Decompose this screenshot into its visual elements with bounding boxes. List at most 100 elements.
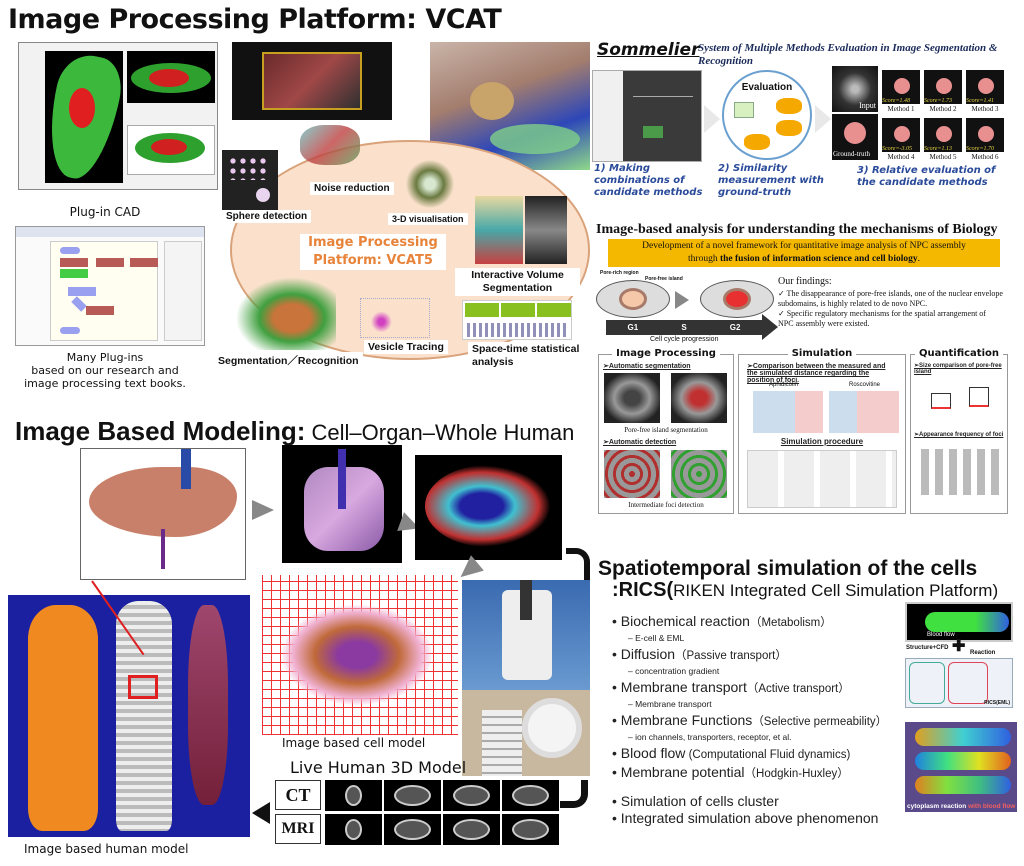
mri-scan-image [325, 814, 382, 845]
rics-item: • Diffusion（Passive transport） [612, 646, 787, 662]
segmentation-recognition-label: Segmentation／Recognition [214, 352, 363, 369]
det-caption: Intermediate foci detection [628, 501, 704, 509]
rics-item-main: Simulation of cells cluster [620, 793, 779, 809]
banner-line: Development of a novel framework for qua… [642, 241, 966, 251]
ct-label: CT [275, 780, 321, 810]
nucleus-after [700, 280, 774, 318]
panel-title: Simulation [787, 348, 857, 359]
arrow-left-icon [252, 802, 270, 824]
rics-subtitle: :RICS(RIKEN Integrated Cell Simulation P… [612, 580, 998, 601]
plugin-cad-screenshot [15, 226, 205, 346]
method-graph-screenshot [592, 70, 702, 162]
method-result-tile: Score=1.41 [966, 70, 1004, 104]
rics-item-paren: （Selective permeability） [752, 716, 888, 728]
method-score: Score=1.70 [966, 146, 994, 152]
segmentation-image [226, 270, 336, 350]
plugin-cad-label: Plug-in CAD [69, 205, 141, 219]
rics-item-main: Biochemical reaction [620, 613, 750, 629]
ct-scan-image [325, 780, 382, 811]
method-name: Method 4 [887, 153, 915, 161]
method-score: Score=1.13 [924, 146, 952, 152]
ibm-title-rest: Cell–Organ–Whole Human [305, 420, 575, 445]
rics-rest: RIKEN Integrated Cell Simulation Platfor… [673, 581, 999, 600]
evaluation-label: Evaluation [741, 82, 793, 93]
plus-icon: ✚ [952, 638, 966, 655]
method-name: Method 5 [929, 153, 957, 161]
method-result-tile: Score=1.73 [924, 70, 962, 104]
rics-prefix: :RICS( [612, 579, 674, 601]
many-plugins-line: Many Plug-ins [66, 351, 144, 364]
rics-subitem: – concentration gradient [628, 666, 720, 676]
method-result-tile: Score=1.48 [882, 70, 920, 104]
volume-render-image [232, 42, 392, 120]
noise-reduction-label: Noise reduction [310, 182, 394, 195]
rics-item-main: Integrated simulation above phenomenon [620, 810, 879, 826]
banner-bold: the fusion of information science and ce… [719, 254, 918, 264]
human-model-label: Image based human model [24, 842, 189, 856]
ibm-title: Image Based Modeling: Cell–Organ–Whole H… [15, 416, 574, 447]
curved-arrow-icon [560, 780, 588, 808]
rics-subitem: – E-cell & EML [628, 633, 685, 643]
spacetime-label: Space-time statistical analysis [468, 342, 590, 369]
aphidicolin-label: Aphidicolin [769, 382, 799, 388]
mri-scan-image [384, 814, 441, 845]
mri-label: MRI [275, 814, 321, 844]
rics-subitem: – Membrane transport [628, 699, 712, 709]
rics-item: • Biochemical reaction（Metabolism） [612, 613, 832, 629]
many-plugins-line: image processing text books. [24, 377, 186, 390]
sphere-detection-image [222, 150, 278, 210]
structure-cfd-label: Structure+CFD [906, 645, 949, 651]
rics-item: • Integrated simulation above phenomenon [612, 810, 879, 826]
auto-det-label: ➢Automatic detection [603, 439, 677, 446]
rics-item-main: Diffusion [620, 646, 676, 662]
mri-scan-image [502, 814, 559, 845]
interactive-volume-label: Interactive Volume Segmentation [455, 268, 580, 296]
sim-proc-label: Simulation procedure [780, 437, 864, 446]
findings-title: Our findings: [778, 276, 832, 287]
ct-scan-image [384, 780, 441, 811]
nucleus-before [596, 280, 670, 318]
rics-item-paren: （Metabolism） [749, 617, 832, 629]
rics-item-main: Membrane transport [620, 679, 747, 695]
reaction-label: Reaction [970, 650, 996, 656]
ibm-title-bold: Image Based Modeling: [15, 416, 306, 446]
3d-visualisation-label: 3-D visualisation [388, 213, 468, 225]
rics-eml-label: RICS(EML) [984, 700, 1010, 706]
phase-g2: G2 [729, 323, 741, 332]
vcat5-line: Platform: VCAT5 [313, 253, 433, 268]
rics-item: • Membrane potential（Hodgkin-Huxley） [612, 764, 849, 780]
step-1: 1) Making combinations of candidate meth… [594, 163, 703, 198]
cell-model-label: Image based cell model [282, 736, 426, 750]
ct-scan-image [443, 780, 500, 811]
vcat-screenshot [18, 42, 218, 190]
spacetime-image [462, 300, 572, 340]
rics-item-paren: (Computational Fluid dynamics) [685, 749, 851, 761]
method-result-tile: Score=1.70 [966, 118, 1004, 152]
rics-subitem: – ion channels, transporters, receptor, … [628, 732, 792, 742]
pore-free-label: Pore-free island [645, 276, 683, 282]
size-comp-label: ➢Size comparison of pore-free island [914, 363, 1002, 375]
method-name: Method 3 [971, 105, 999, 113]
live-human-label: Live Human 3D Model [290, 758, 467, 777]
banner-line: through [688, 254, 720, 264]
findings: Our findings: ✓ The disappearance of por… [778, 277, 1003, 329]
method-result-tile: Score=1.13 [924, 118, 962, 152]
vcat5-line: Image Processing [308, 235, 438, 250]
method-score: Score=-3.05 [882, 146, 912, 152]
rics-item: • Blood flow (Computational Fluid dynami… [612, 745, 851, 761]
method-result-tile: Score=-3.05 [882, 118, 920, 152]
input-image: Input [832, 66, 878, 112]
sommelier-title: Sommelier [597, 40, 700, 60]
rics-item-paren: （Hodgkin-Huxley） [744, 768, 849, 780]
cytoplasm-simulation-image: cytoplasm reaction with blood flow [905, 722, 1017, 812]
panel-title: Quantification [915, 348, 1003, 359]
arrow-icon [252, 500, 274, 520]
cell-cycle-label: Cell cycle progression [650, 336, 719, 343]
many-plugins-line: based on our research and [31, 364, 179, 377]
ct-scan-image [502, 780, 559, 811]
microscope-image [462, 580, 590, 690]
vcat5-center-label: Image Processing Platform: VCAT5 [300, 234, 446, 270]
ground-truth-image: Ground-truth [832, 114, 878, 160]
vesicle-image [360, 298, 430, 338]
appearance-label: ➢Appearance frequency of foci [914, 432, 1004, 438]
